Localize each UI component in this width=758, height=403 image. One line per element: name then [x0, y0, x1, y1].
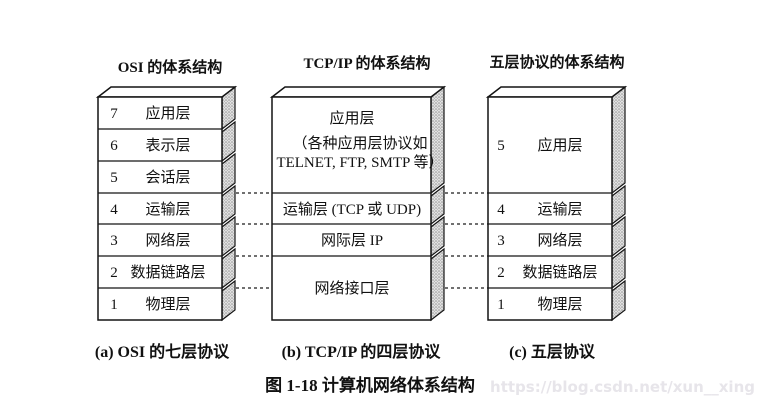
connector-lines: [236, 192, 488, 289]
layer-label: 运输层: [537, 201, 582, 218]
tcpip-layer-labels: 应用层 （各种应用层协议如 TELNET, FTP, SMTP 等） 运输层 (…: [276, 109, 443, 297]
five-layer-footer: (c) 五层协议: [509, 342, 596, 361]
layer-number: 4: [497, 202, 505, 218]
layer-number: 6: [110, 138, 118, 154]
tcpip-box-front-face: [271, 96, 432, 321]
box-side-segment: [430, 85, 445, 195]
layer-label: 应用层: [329, 109, 374, 127]
tcpip-column: TCP/IP 的体系结构 应用层 （各种应用层协议如 TELNET, FTP, …: [269, 54, 447, 361]
layer-label: 数据链路层: [130, 264, 205, 281]
tcpip-box-side: [430, 85, 445, 322]
five-layer-labels: 5 应用层 4 运输层 3 网络层 2 数据链路层 1 物理层: [497, 136, 597, 313]
osi-box-side: [221, 85, 236, 322]
tcpip-title: TCP/IP 的体系结构: [303, 54, 430, 72]
layer-number: 5: [110, 170, 118, 186]
layer-label: 网络层: [537, 232, 582, 249]
watermark: https://blog.csdn.net/xun__xing: [490, 378, 755, 396]
layer-label: 应用层: [537, 136, 582, 154]
layer-label: 运输层 (TCP 或 UDP): [283, 201, 421, 218]
layer-label: 物理层: [145, 296, 190, 313]
five-layer-box-top-face: [485, 86, 628, 98]
layer-number: 5: [497, 138, 505, 154]
five-layer-title: 五层协议的体系结构: [489, 53, 624, 71]
layer-number: 2: [497, 265, 505, 281]
layer-label: 网络层: [145, 232, 190, 249]
osi-box-top-face: [95, 86, 238, 98]
five-layer-box-front-face: [487, 96, 613, 321]
figure-caption: 图 1-18 计算机网络体系结构: [265, 375, 475, 395]
osi-title: OSI 的体系结构: [118, 58, 223, 76]
layer-label: 会话层: [145, 169, 190, 186]
tcpip-footer: (b) TCP/IP 的四层协议: [282, 342, 442, 361]
layer-number: 7: [110, 106, 118, 122]
layer-number: 4: [110, 202, 118, 218]
osi-layer-dividers: [98, 128, 222, 289]
five-layer-box-side: [611, 85, 626, 322]
layer-label: 网际层 IP: [321, 232, 383, 249]
osi-layer-labels: 7 应用层 6 表示层 5 会话层 4 运输层 3 网络层 2 数据链路层 1 …: [110, 104, 205, 313]
box-side-segment: [430, 247, 445, 322]
layer-sublabel: TELNET, FTP, SMTP 等）: [276, 153, 443, 171]
layer-label: 网络接口层: [314, 280, 389, 297]
layer-sublabel: （各种应用层协议如: [292, 134, 427, 152]
tcpip-box-top-face: [269, 86, 447, 98]
layer-label: 运输层: [145, 201, 190, 218]
osi-footer: (a) OSI 的七层协议: [95, 342, 230, 361]
osi-column: OSI 的体系结构 7 应用层 6 表示层 5: [95, 58, 238, 361]
tcpip-layer-dividers: [272, 192, 431, 257]
osi-box-front-face: [97, 96, 223, 321]
layer-label: 应用层: [145, 104, 190, 122]
layer-number: 1: [497, 297, 505, 313]
layer-number: 3: [110, 233, 118, 249]
layer-label: 表示层: [145, 137, 190, 154]
layer-number: 1: [110, 297, 118, 313]
layer-number: 2: [110, 265, 118, 281]
five-layer-column: 五层协议的体系结构 5 应用层 4 运输层 3 网络层 2 数据链路层 1 物理…: [485, 53, 628, 361]
box-side-segment: [611, 85, 626, 195]
layer-label: 物理层: [537, 296, 582, 313]
layer-label: 数据链路层: [522, 264, 597, 281]
layer-number: 3: [497, 233, 505, 249]
five-layer-dividers: [488, 192, 612, 289]
